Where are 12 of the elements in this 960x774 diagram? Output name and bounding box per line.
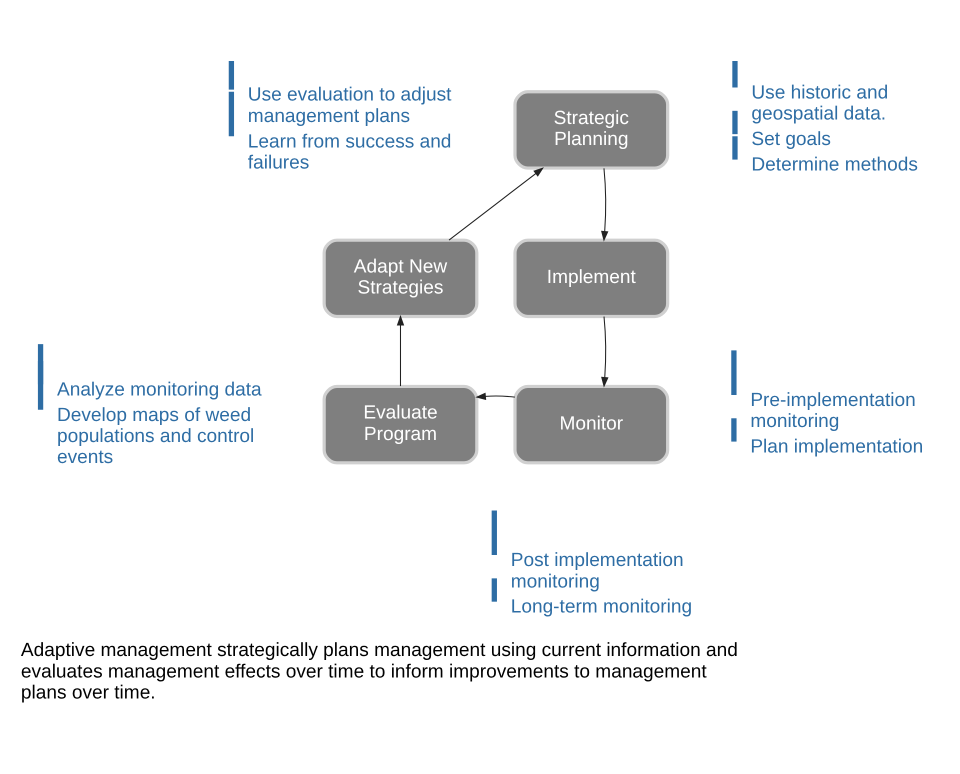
- node-label: Long-term monitoring: [510, 596, 692, 618]
- node-label: Use evaluation to adjust management plans: [248, 84, 452, 127]
- node-label: Use historic and geospatial data.: [751, 82, 888, 125]
- node-label: Determine methods: [751, 154, 918, 176]
- caption: Adaptive management strategically plans management using current information and evaluates management effects over time to inform improvements to management plans over time.: [20, 640, 738, 704]
- node-label: Set goals: [751, 129, 831, 150]
- node-label: Post implementation monitoring: [510, 550, 684, 592]
- node-label: Learn from success and failures: [248, 131, 452, 174]
- node-label: Pre-implementation monitoring: [750, 390, 916, 432]
- node-label: Develop maps of weed populations and control events: [56, 404, 254, 468]
- node-label: Plan implementation: [750, 436, 924, 458]
- node-label: Analyze monitoring data: [56, 379, 262, 400]
